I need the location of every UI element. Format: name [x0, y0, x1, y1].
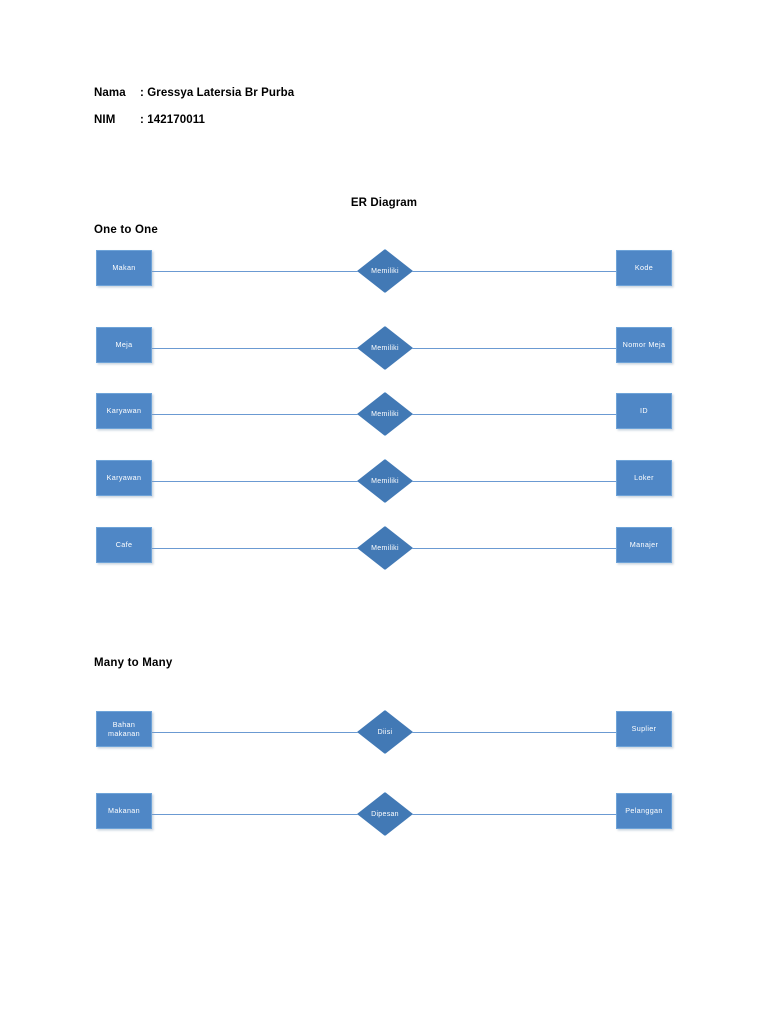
entity-box-right[interactable]: Manajer	[616, 527, 672, 563]
er-row: Bahan makanan Diisi Suplier	[0, 710, 768, 755]
connector-line-right	[406, 271, 618, 272]
student-name-value: : Gressya Latersia Br Purba	[140, 87, 295, 99]
entity-box-left[interactable]: Meja	[96, 327, 152, 363]
relationship-diamond[interactable]: Memiliki	[357, 392, 413, 436]
entity-box-left[interactable]: Bahan makanan	[96, 711, 152, 747]
relationship-label: Memiliki	[371, 267, 399, 275]
er-row: Makan Memiliki Kode	[0, 249, 768, 294]
relationship-diamond[interactable]: Memiliki	[357, 459, 413, 503]
entity-label: Kode	[634, 263, 654, 273]
relationship-diamond[interactable]: Dipesan	[357, 792, 413, 836]
entity-box-right[interactable]: Nomor Meja	[616, 327, 672, 363]
er-row: Makanan Dipesan Pelanggan	[0, 792, 768, 837]
entity-box-right[interactable]: Kode	[616, 250, 672, 286]
section-heading-one-to-one: One to One	[94, 224, 158, 236]
relationship-label: Memiliki	[371, 344, 399, 352]
entity-box-right[interactable]: Pelanggan	[616, 793, 672, 829]
er-row: Karyawan Memiliki Loker	[0, 459, 768, 504]
entity-label: Makan	[112, 263, 136, 273]
student-name-label: Nama	[94, 87, 126, 99]
student-nim-value: : 142170011	[140, 114, 206, 126]
entity-label: Manajer	[629, 540, 659, 550]
entity-box-right[interactable]: Suplier	[616, 711, 672, 747]
connector-line-right	[406, 732, 618, 733]
relationship-label: Diisi	[377, 728, 393, 736]
entity-box-left[interactable]: Cafe	[96, 527, 152, 563]
entity-label: Karyawan	[106, 473, 142, 483]
connector-line-left	[151, 271, 364, 272]
entity-label: Suplier	[631, 724, 657, 734]
student-header: Nama : Gressya Latersia Br Purba NIM : 1…	[94, 85, 514, 139]
student-nim-label: NIM	[94, 114, 116, 126]
connector-line-left	[151, 348, 364, 349]
entity-box-right[interactable]: ID	[616, 393, 672, 429]
page-title: ER Diagram	[350, 197, 418, 209]
connector-line-left	[151, 814, 364, 815]
connector-line-left	[151, 548, 364, 549]
connector-line-right	[406, 348, 618, 349]
connector-line-right	[406, 548, 618, 549]
relationship-diamond[interactable]: Diisi	[357, 710, 413, 754]
entity-label: Cafe	[115, 540, 133, 550]
relationship-label: Memiliki	[371, 477, 399, 485]
connector-line-right	[406, 814, 618, 815]
entity-box-right[interactable]: Loker	[616, 460, 672, 496]
relationship-label: Dipesan	[371, 810, 399, 818]
relationship-diamond[interactable]: Memiliki	[357, 326, 413, 370]
entity-label: Makanan	[107, 806, 141, 816]
connector-line-left	[151, 481, 364, 482]
entity-box-left[interactable]: Makanan	[96, 793, 152, 829]
er-row: Cafe Memiliki Manajer	[0, 526, 768, 571]
er-row: Karyawan Memiliki ID	[0, 392, 768, 437]
entity-label: Loker	[634, 473, 654, 483]
connector-line-right	[406, 414, 618, 415]
entity-label: Meja	[115, 340, 133, 350]
entity-box-left[interactable]: Karyawan	[96, 460, 152, 496]
relationship-label: Memiliki	[371, 544, 399, 552]
relationship-diamond[interactable]: Memiliki	[357, 526, 413, 570]
student-nim-line: NIM : 142170011	[94, 112, 514, 128]
entity-label: Pelanggan	[625, 806, 663, 816]
entity-label: Nomor Meja	[622, 340, 666, 350]
section-heading-many-to-many: Many to Many	[94, 657, 173, 669]
connector-line-left	[151, 732, 364, 733]
entity-label: Bahan makanan	[107, 719, 141, 739]
entity-box-left[interactable]: Makan	[96, 250, 152, 286]
entity-label: Karyawan	[106, 406, 142, 416]
connector-line-right	[406, 481, 618, 482]
er-row: Meja Memiliki Nomor Meja	[0, 326, 768, 371]
entity-box-left[interactable]: Karyawan	[96, 393, 152, 429]
student-name-line: Nama : Gressya Latersia Br Purba	[94, 85, 514, 101]
relationship-diamond[interactable]: Memiliki	[357, 249, 413, 293]
relationship-label: Memiliki	[371, 410, 399, 418]
connector-line-left	[151, 414, 364, 415]
entity-label: ID	[640, 406, 648, 416]
